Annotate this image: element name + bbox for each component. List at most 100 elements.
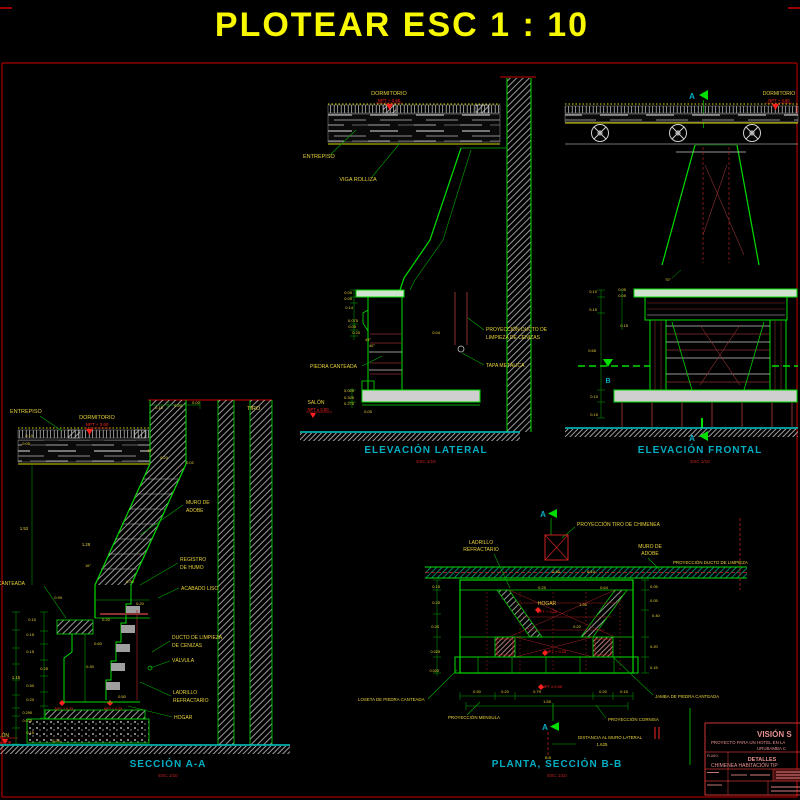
leader-lines: [43, 504, 184, 718]
dimension-lines: [348, 289, 358, 408]
fireplace-front: [26, 613, 150, 744]
jamba-right: [592, 636, 614, 658]
hearth: [613, 389, 798, 428]
drawing-label: 0.15: [650, 665, 659, 670]
drawing-label: PROYECCIÓN TIRO DE CHIMENEA: [577, 521, 661, 528]
drawing-label: 0.15: [590, 412, 599, 417]
level-markers: [0, 427, 113, 744]
view-title-planta: PLANTA, SECCIÓN B-B: [492, 757, 622, 770]
drawing-label: DUCTO DE LIMPIEZA: [172, 635, 223, 641]
drawing-label: 70°: [665, 278, 671, 282]
chimney-hood: [661, 144, 760, 279]
floor-assembly: [17, 427, 151, 465]
drawing-label: PIEDRA CANTEADA: [0, 581, 26, 587]
level-markers: [535, 607, 548, 690]
drawing-label: 0.275: [344, 401, 355, 406]
elevacion-frontal-view: [564, 90, 799, 441]
drawing-label: 0.10: [587, 569, 596, 574]
drawing-label: 45°: [365, 338, 371, 342]
drawing-label: 0.20: [160, 455, 169, 460]
section-marker-a-bottom: [699, 431, 708, 441]
drawing-label: 0.04: [432, 330, 441, 335]
drawing-label: 0.05: [618, 287, 627, 292]
drawing-label: ADOBE: [641, 551, 659, 557]
drawing-label: 0.30: [126, 579, 135, 584]
cleaning-duct: [454, 292, 468, 353]
drawing-label: 0.075: [348, 318, 359, 323]
drawing-label: 0.325: [344, 395, 355, 400]
drawing-label: 0.30: [473, 689, 482, 694]
drawing-label: 0.20: [102, 617, 111, 622]
tb-sheet-name: DETALLES: [748, 757, 777, 763]
drawing-label: 0.05: [344, 290, 353, 295]
flue-projection: [544, 534, 569, 561]
drawing-label: REFRACTARIO: [173, 698, 209, 704]
dimension-lines: [597, 289, 623, 419]
wall-band: [425, 518, 747, 590]
drawing-label: 0.20: [352, 330, 361, 335]
section-marker: A: [540, 510, 546, 519]
drawing-label: 1.15: [12, 675, 21, 680]
drawing-label: 0.15: [26, 730, 35, 735]
drawing-label: LADRILLO: [173, 690, 197, 696]
reference-lines: [654, 708, 691, 765]
drawing-label: PROYECCIÓN MÉNSULA: [448, 715, 500, 720]
drawing-label: MURO DE: [638, 544, 662, 550]
sheet-frame: [0, 7, 800, 798]
elevacion-lateral-view: [300, 76, 536, 441]
level-label: NPT ± 0.00: [542, 684, 563, 689]
drawing-label: 1.625: [597, 742, 609, 747]
planta-view: [425, 509, 747, 765]
level-markers: [306, 102, 402, 418]
drawing-label: 0.15: [432, 584, 441, 589]
drawing-label: 0.15: [26, 649, 35, 654]
seccion-aa-view: [0, 399, 290, 754]
room-label: DORMITORIO: [763, 91, 796, 97]
drawing-label: ACABADO LISO: [181, 586, 218, 592]
view-title-frontal: ELEVACIÓN FRONTAL: [638, 443, 762, 456]
drawing-label: 0.20: [26, 697, 35, 702]
drawing-label: 0.20: [650, 644, 659, 649]
section-marker: A: [542, 723, 548, 732]
viga-label: VIGA ROLLIZA: [339, 177, 377, 183]
valve-icon: [147, 665, 153, 671]
drawing-label: PROYECCIÓN CORNISA: [608, 717, 659, 722]
drawing-label: 0.025: [429, 669, 439, 673]
mantel-and-columns: [633, 288, 798, 391]
dimension-lines: [12, 401, 201, 745]
smoke-chamber: [94, 585, 150, 700]
duct-label: PROYECCIÓN DUCTO DE: [486, 326, 548, 333]
drawing-label: 0.05: [650, 584, 659, 589]
drawing-label: 0.20: [136, 601, 145, 606]
ground-line: [565, 427, 798, 437]
tb-plano-label: PLANO:: [707, 754, 719, 758]
drawing-label: SALÓN: [308, 399, 325, 406]
floor-assembly: [327, 103, 501, 145]
drawing-label: 0.25: [40, 666, 49, 671]
drawing-label: 0.14: [345, 305, 354, 310]
dimension-lines: [433, 579, 649, 710]
drawing-label: 0.15: [589, 307, 598, 312]
drawing-label: VÁLVULA: [172, 657, 195, 664]
drawing-label: DISTANCIA AL MURO LATERAL: [578, 735, 643, 740]
drawing-label: NPT ± 0.00: [307, 407, 329, 412]
drawing-label: REGISTRO: [180, 557, 206, 563]
duct-label: LIMPIEZA DE CENIZAS: [486, 335, 541, 341]
drawing-label: LOSETA DE PIEDRA CANTEADA: [358, 697, 425, 702]
leader-lines: [329, 129, 485, 367]
drawing-label: 0.20: [52, 738, 61, 743]
drawing-label: 0.40: [552, 569, 561, 574]
drawing-label: 1.28: [82, 542, 91, 547]
tb-sheet-desc: CHIMENEA HABITACIÓN TIP: [711, 762, 778, 769]
drawing-label: 0.02: [186, 460, 195, 465]
metal-cap-icon: [457, 345, 465, 353]
level-label: NPT + 0.25: [55, 707, 73, 711]
drawing-label: 0.10: [28, 617, 37, 622]
drawing-label: 0.10: [25, 433, 34, 438]
view-title-seccion: SECCIÓN A-A: [130, 757, 207, 770]
drawing-label: MURO DE: [186, 500, 210, 506]
drawing-label: 1.30: [579, 602, 588, 607]
tiny-text-lines: [707, 771, 800, 792]
drawing-label: 0.20: [432, 600, 441, 605]
